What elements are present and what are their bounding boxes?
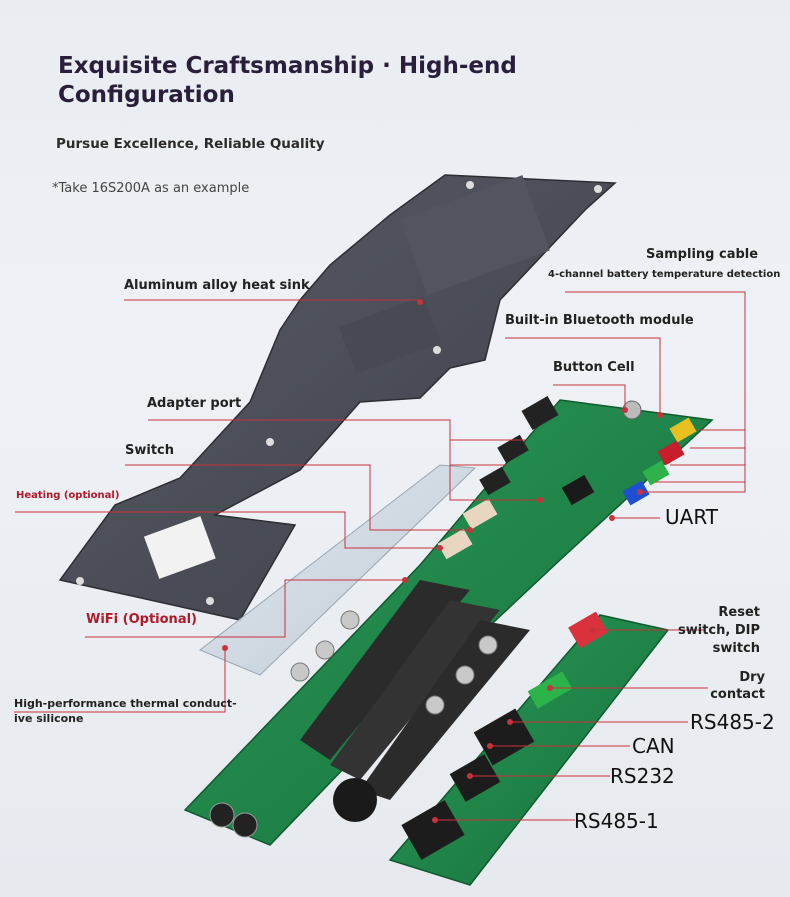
label-adapter-port: Adapter port [147, 396, 242, 411]
leader-lines [14, 291, 746, 821]
label-rs485-2: RS485-2 [690, 710, 775, 734]
page-title: Exquisite Craftsmanship · High-end Confi… [58, 53, 517, 108]
label-switch: Switch [125, 443, 175, 458]
label-uart: UART [665, 505, 718, 529]
label-rs485-1: RS485-1 [574, 809, 659, 833]
label-reset-switch: Reset switch, DIP switch [660, 604, 760, 658]
leader-dots [222, 299, 663, 823]
communication-board [388, 611, 670, 886]
label-button-cell: Button Cell [553, 360, 635, 375]
example-note: *Take 16S200A as an example [52, 181, 250, 196]
thermal-silicone-pad [199, 464, 477, 676]
label-temp-detection: 4-channel battery temperature detection [548, 269, 781, 280]
label-rs232: RS232 [610, 764, 675, 788]
label-bluetooth: Built-in Bluetooth module [505, 313, 694, 328]
label-heat-sink: Aluminum alloy heat sink [124, 278, 310, 293]
label-heating: Heating (optional) [16, 490, 120, 501]
main-bms-board [183, 395, 714, 846]
reset-line-2: switch, DIP [678, 623, 760, 638]
reset-line-1: Reset [718, 605, 760, 620]
label-thermal-silicone: High-performance thermal conduct- ive si… [14, 696, 237, 726]
heat-sink-plate [58, 174, 617, 621]
dry-line-2: contact [710, 687, 765, 702]
thermal-line-2: ive silicone [14, 712, 84, 725]
thermal-line-1: High-performance thermal conduct- [14, 697, 237, 710]
label-dry-contact: Dry contact [690, 669, 765, 703]
reset-line-3: switch [712, 641, 760, 656]
label-can: CAN [632, 734, 675, 758]
label-sampling-cable: Sampling cable [646, 247, 759, 262]
dry-line-1: Dry [739, 670, 765, 685]
label-wifi: WiFi (Optional) [86, 612, 197, 627]
page-subtitle: Pursue Excellence, Reliable Quality [56, 136, 325, 152]
